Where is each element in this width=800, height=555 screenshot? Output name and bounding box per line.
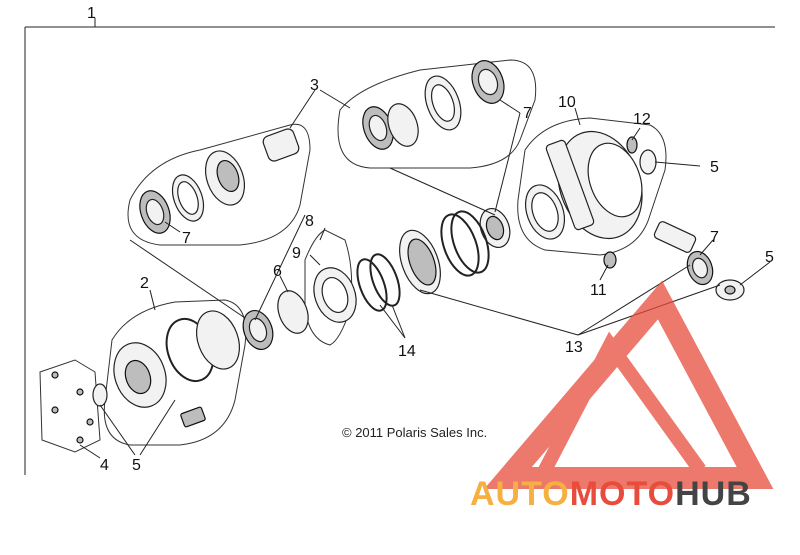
- part-orings: [440, 210, 490, 277]
- callout-5-top: 5: [710, 159, 719, 176]
- part-plate: [277, 290, 309, 334]
- part-gear-left: [204, 150, 246, 206]
- part-ring-gear: [399, 229, 441, 295]
- part-snap-rings: [356, 253, 401, 312]
- brand-auto: AUTO: [470, 475, 570, 513]
- callout-2: 2: [140, 275, 149, 292]
- callout-5-right: 5: [765, 249, 774, 266]
- part-seal-cover: [92, 383, 108, 407]
- callout-11: 11: [590, 282, 607, 299]
- callout-4: 4: [100, 457, 109, 474]
- leader-lines: [79, 89, 771, 459]
- part-sleeve-center: [479, 208, 511, 248]
- callout-5-cover: 5: [132, 457, 141, 474]
- callout-7-left: 7: [182, 230, 191, 247]
- frame: [24, 18, 775, 475]
- part-plug-housing: [626, 136, 638, 154]
- part-cover: [113, 342, 167, 408]
- callout-13: 13: [565, 339, 583, 356]
- callout-labels: 1 2 3 4 5 5 5 5 6 7 7 7 8 9 10 11 12 13 …: [87, 5, 774, 474]
- callout-14: 14: [398, 343, 416, 360]
- part-bearing-left: [139, 190, 171, 234]
- part-gasket-rings: [165, 310, 241, 382]
- part-sleeve-left: [262, 128, 300, 162]
- part-drain-plug: [603, 251, 617, 269]
- watermark-brand: AUTOMOTOHUB: [470, 475, 752, 513]
- callout-1: 1: [87, 5, 96, 22]
- part-bolts: [51, 371, 94, 444]
- part-bearing-right: [686, 250, 714, 286]
- part-gear-top: [387, 103, 419, 147]
- watermark-triangle: [484, 280, 774, 489]
- watermark-logo: [484, 280, 774, 489]
- callout-10: 10: [558, 94, 576, 111]
- callout-7-right: 7: [710, 229, 719, 246]
- copyright-text: © 2011 Polaris Sales Inc.: [342, 425, 487, 440]
- callout-6: 6: [273, 263, 282, 280]
- watermark-triangle-inner: [538, 331, 706, 475]
- part-ring-left: [171, 174, 205, 222]
- part-roller-cage: [313, 267, 357, 323]
- part-ring-top: [424, 75, 462, 131]
- part-bearing-center: [242, 310, 274, 350]
- part-housing-main: [545, 130, 643, 240]
- part-clip: [180, 406, 206, 428]
- brand-moto: MOTO: [570, 475, 675, 513]
- callout-7-top: 7: [523, 105, 532, 122]
- callout-3: 3: [310, 77, 319, 94]
- part-bearing-top-right: [471, 60, 505, 104]
- svg-text:AUTOMOTOHUB: AUTOMOTOHUB: [470, 475, 752, 513]
- part-washer-right: [715, 279, 745, 301]
- cover-plate-outline: [39, 359, 101, 453]
- part-bearing-top-left: [362, 106, 394, 150]
- callout-9: 9: [292, 245, 301, 262]
- brand-hub: HUB: [675, 475, 752, 513]
- part-ring-housing: [524, 184, 566, 240]
- callout-8: 8: [305, 213, 314, 230]
- part-seal-housing: [639, 149, 657, 175]
- callout-12: 12: [633, 111, 651, 128]
- part-shaft-right: [653, 221, 697, 253]
